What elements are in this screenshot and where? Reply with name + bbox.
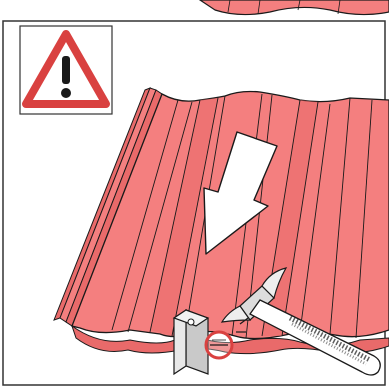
warning-icon bbox=[20, 26, 112, 114]
roof-hook bbox=[174, 310, 208, 374]
upper-roof-tile bbox=[200, 0, 389, 15]
impact-marker bbox=[206, 332, 232, 358]
